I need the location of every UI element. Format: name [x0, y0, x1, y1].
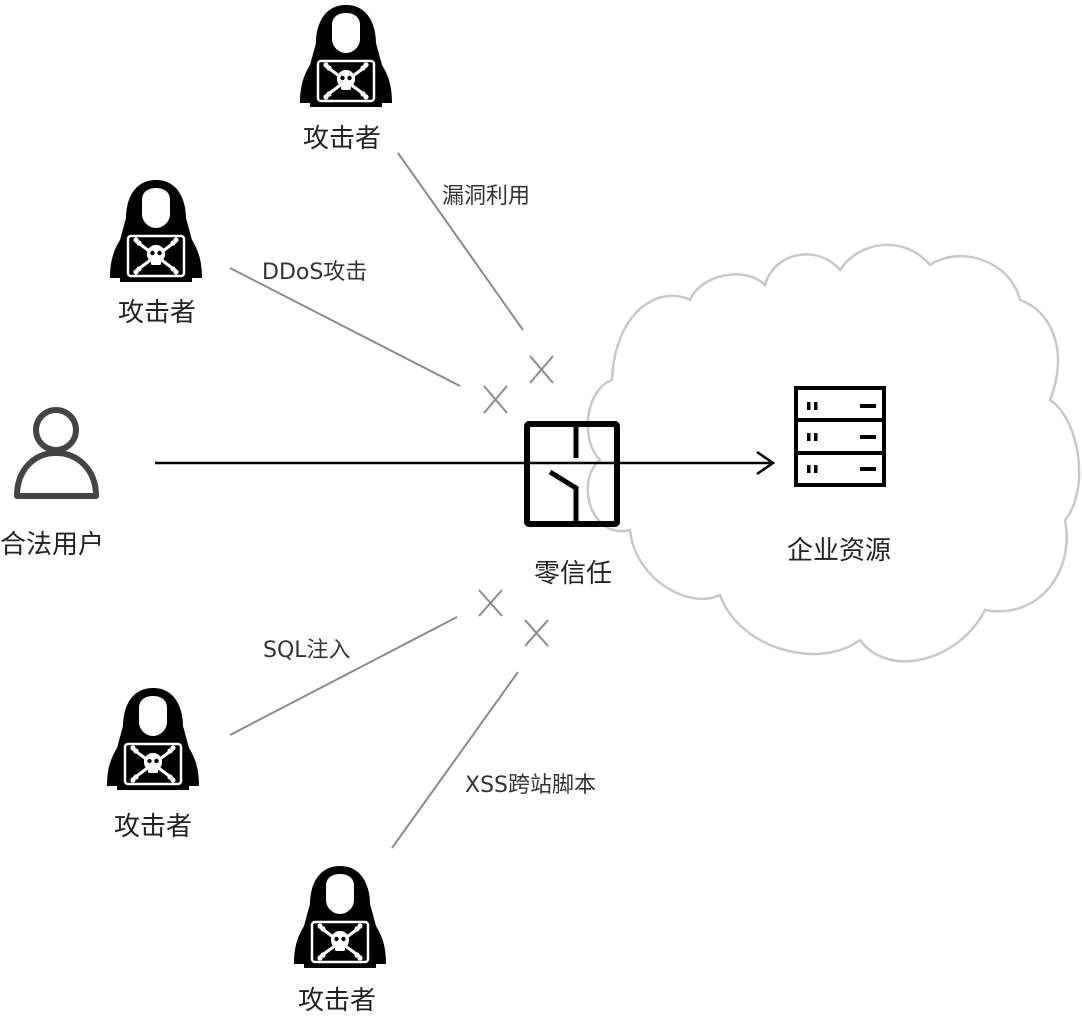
blocked-x-icon — [524, 619, 549, 647]
attack-label-exploit: 漏洞利用 — [442, 184, 531, 209]
gateway-label: 零信任 — [534, 559, 613, 589]
attack-label-ddos: DDoS攻击 — [262, 260, 368, 285]
attacker-label: 攻击者 — [298, 986, 377, 1016]
blocked-x-icon — [478, 589, 503, 617]
attack-line-exploit — [397, 152, 524, 331]
resource-label: 企业资源 — [787, 536, 892, 566]
hacker-icon[interactable] — [108, 178, 204, 284]
server-rack-icon[interactable] — [794, 386, 886, 487]
hacker-icon[interactable] — [298, 3, 394, 109]
hacker-icon[interactable] — [292, 864, 388, 970]
arrowhead-icon — [756, 450, 776, 476]
blocked-x-icon — [529, 355, 554, 384]
user-label: 合法用户 — [0, 530, 105, 560]
blocked-x-icon — [483, 385, 508, 414]
attacker-label: 攻击者 — [114, 812, 193, 842]
attack-line-ddos — [229, 267, 461, 387]
attacker-label: 攻击者 — [303, 124, 382, 154]
attack-line-xss — [391, 671, 519, 849]
attack-label-xss: XSS跨站脚本 — [465, 773, 597, 798]
hacker-icon[interactable] — [105, 686, 201, 792]
attack-line-sql — [229, 616, 458, 736]
attacker-label: 攻击者 — [118, 298, 197, 328]
zero-trust-switch-icon[interactable] — [524, 421, 620, 527]
user-icon[interactable] — [14, 407, 99, 499]
attack-label-sql: SQL注入 — [263, 638, 351, 663]
